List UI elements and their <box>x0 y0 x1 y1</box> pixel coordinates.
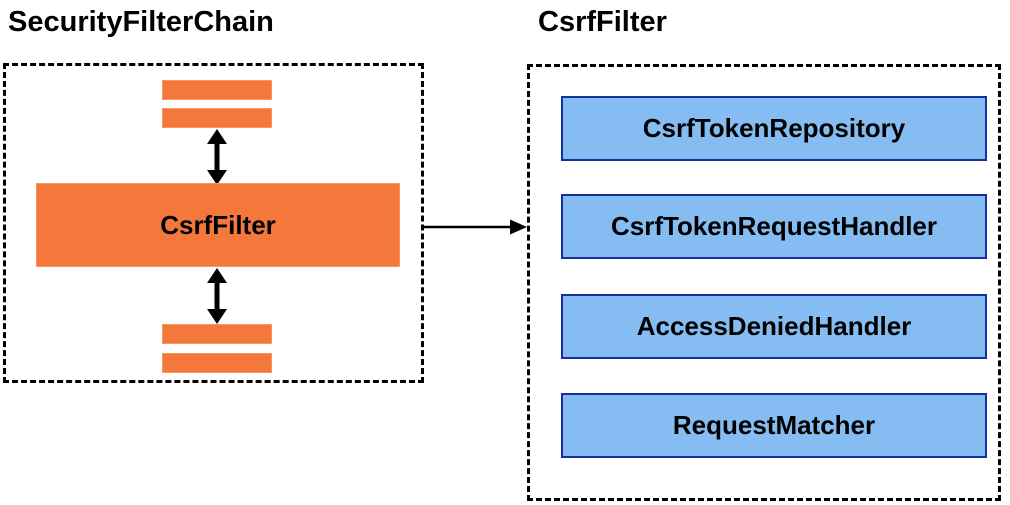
csrf-filter-node: CsrfFilter <box>16 183 400 284</box>
bidirectional-arrow-icon <box>207 268 227 324</box>
csrf-filter-container: CsrfTokenRepository CsrfTokenRequestHand… <box>527 64 1001 501</box>
flow-arrow-icon <box>423 219 527 235</box>
right-panel-title: CsrfFilter <box>538 6 667 38</box>
csrf-filter-node-label: CsrfFilter <box>160 209 276 240</box>
other-filter-bar <box>162 80 272 100</box>
component-label: CsrfTokenRequestHandler <box>610 211 938 241</box>
component-node-csrf-token-request-handler: CsrfTokenRequestHandler <box>542 194 987 275</box>
left-panel-title: SecurityFilterChain <box>8 6 274 38</box>
component-node-request-matcher: RequestMatcher <box>542 393 987 474</box>
security-filter-chain-container: CsrfFilter <box>3 63 424 383</box>
other-filter-bar <box>162 324 272 344</box>
component-label: AccessDeniedHandler <box>636 311 912 341</box>
component-label: RequestMatcher <box>672 410 876 440</box>
other-filter-bar <box>162 353 272 373</box>
component-label: CsrfTokenRepository <box>642 113 906 143</box>
other-filter-bar <box>162 108 272 128</box>
component-node-access-denied-handler: AccessDeniedHandler <box>542 294 987 375</box>
bidirectional-arrow-icon <box>207 129 227 185</box>
component-node-csrf-token-repository: CsrfTokenRepository <box>542 96 987 177</box>
